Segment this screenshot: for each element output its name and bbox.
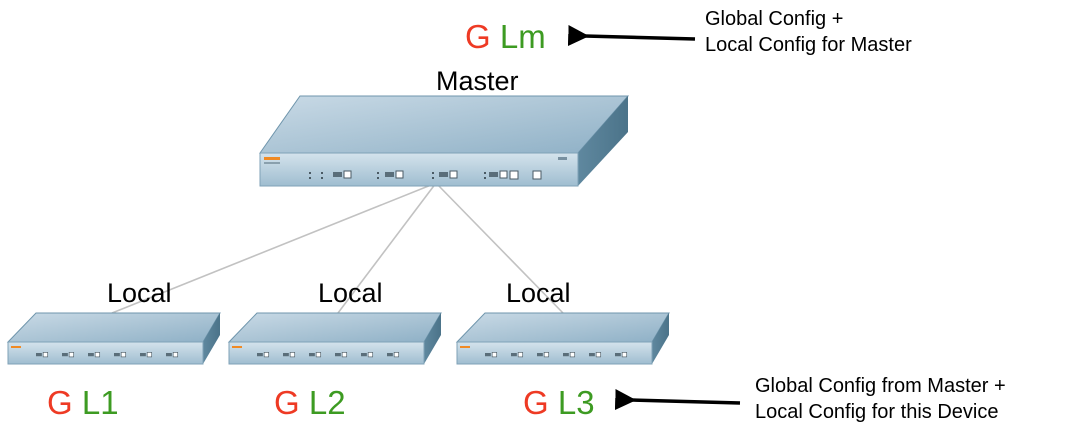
local-config-tags-1: G L1 [47,386,119,419]
local-config-tags-2: G L2 [274,386,346,419]
local-controller-icon-1 [6,312,221,365]
global-config-tag: G [47,384,73,421]
master-controller-icon [259,95,630,187]
link-master-local1 [111,182,437,314]
local-controller-icon-3 [455,312,670,365]
local-role-label-2: Local [318,278,383,308]
local-role-label-3: Local [506,278,571,308]
local-config-tag: Lm [499,18,546,55]
local-config-tag: L2 [308,384,346,421]
local-note-line2: Local Config for this Device [755,401,999,423]
global-config-tag: G [274,384,300,421]
master-role-label: Master [436,66,519,96]
arrow-left-icon [614,389,741,411]
global-config-tag: G [465,18,491,55]
arrow-left-icon [567,25,696,47]
local-note-line1: Global Config from Master + [755,375,1006,397]
master-note-line2: Local Config for Master [705,34,912,56]
local-config-note: Global Config from Master + Local Config… [755,373,1006,425]
global-config-tag: G [523,384,549,421]
master-config-note: Global Config + Local Config for Master [705,6,912,58]
local-config-tag: L1 [81,384,119,421]
local-config-tags-3: G L3 [523,386,595,419]
connection-links [111,182,564,314]
local-role-label-1: Local [107,278,172,308]
master-note-line1: Global Config + [705,8,844,30]
link-master-local3 [435,182,564,314]
master-config-tags: G Lm [465,20,546,53]
local-controller-icon-2 [227,312,442,365]
link-master-local2 [337,182,437,314]
local-config-tag: L3 [557,384,595,421]
